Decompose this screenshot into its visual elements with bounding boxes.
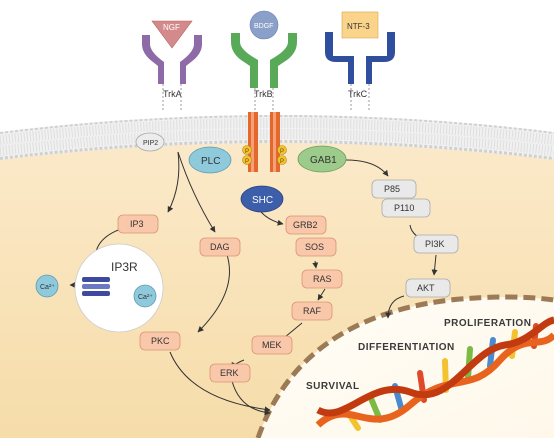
ntf3-label: NTF-3 bbox=[347, 22, 370, 31]
grb2-label: GRB2 bbox=[293, 220, 318, 230]
akt-label: AKT bbox=[417, 283, 435, 293]
ngf-label: NGF bbox=[163, 23, 180, 32]
pip2-label: PIP2 bbox=[143, 140, 158, 147]
akt-node bbox=[405, 278, 451, 298]
shc-node bbox=[240, 185, 284, 213]
calcium-inner-label: Ca²⁺ bbox=[138, 294, 153, 301]
p85-label: P85 bbox=[384, 184, 400, 194]
pi3k-node bbox=[413, 234, 459, 254]
ip3-node bbox=[117, 214, 159, 234]
ip3-label: IP3 bbox=[130, 219, 144, 229]
dag-label: DAG bbox=[210, 242, 230, 252]
svg-text:P: P bbox=[245, 159, 249, 165]
gab1-node bbox=[297, 145, 347, 173]
raf-node bbox=[291, 301, 333, 321]
svg-text:P: P bbox=[280, 149, 284, 155]
p85-node bbox=[371, 179, 417, 199]
dag-node bbox=[199, 237, 241, 257]
p110-label: P110 bbox=[394, 203, 414, 213]
proliferation-label: PROLIFERATION bbox=[444, 318, 531, 329]
mek-node bbox=[251, 335, 293, 355]
er-compartment bbox=[74, 243, 164, 333]
ip3r-label: IP3R bbox=[111, 260, 138, 274]
pi3k-label: PI3K bbox=[425, 239, 445, 249]
shc-label: SHC bbox=[252, 195, 273, 206]
survival-label: SURVIVAL bbox=[306, 381, 360, 392]
erk-label: ERK bbox=[220, 368, 239, 378]
ras-node bbox=[301, 269, 343, 289]
raf-label: RAF bbox=[303, 306, 322, 316]
phospho-sites: P P P P bbox=[242, 145, 287, 165]
grb2-node bbox=[285, 215, 327, 235]
trka-label: TrkA bbox=[163, 89, 182, 99]
nuclear-envelope bbox=[255, 294, 554, 438]
sos-label: SOS bbox=[305, 242, 324, 252]
dna-helix-icon bbox=[315, 316, 554, 431]
erk-node bbox=[209, 363, 251, 383]
sos-node bbox=[295, 237, 337, 257]
mek-label: MEK bbox=[262, 340, 282, 350]
plc-label: PLC bbox=[201, 156, 220, 167]
calcium-outer-label: Ca²⁺ bbox=[40, 284, 55, 291]
ras-label: RAS bbox=[313, 274, 332, 284]
trkb-receptor bbox=[231, 10, 297, 172]
ip3r-channel bbox=[82, 277, 110, 296]
calcium-outer bbox=[35, 274, 59, 298]
pkc-node bbox=[139, 331, 181, 351]
p110-node bbox=[381, 198, 431, 218]
trkb-label: TrkB bbox=[254, 89, 273, 99]
pkc-label: PKC bbox=[151, 336, 170, 346]
trka-receptor bbox=[142, 20, 202, 110]
svg-text:P: P bbox=[280, 159, 284, 165]
trkc-receptor bbox=[325, 11, 395, 110]
plc-node bbox=[188, 146, 232, 174]
differentiation-label: DIFFERENTIATION bbox=[358, 342, 455, 353]
nucleus bbox=[258, 297, 554, 438]
svg-text:P: P bbox=[245, 149, 249, 155]
gab1-label: GAB1 bbox=[310, 155, 337, 166]
calcium-inner bbox=[133, 284, 157, 308]
bdgf-label: BDGF bbox=[254, 23, 273, 30]
trkc-label: TrkC bbox=[348, 89, 368, 99]
pip2-node bbox=[135, 132, 165, 152]
